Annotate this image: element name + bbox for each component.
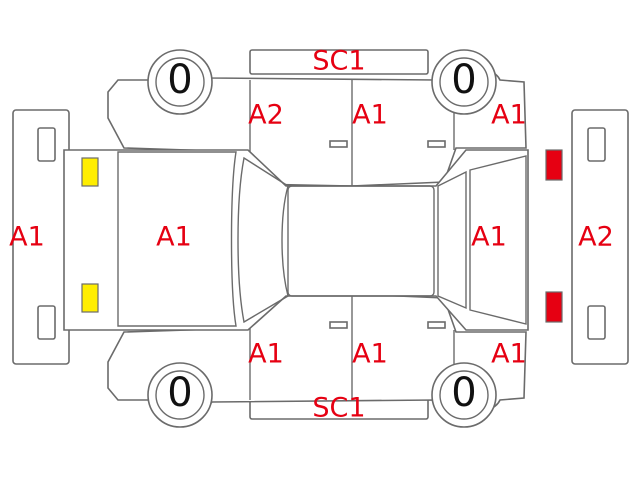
headlight-top — [81, 157, 99, 187]
rear-window — [437, 170, 467, 310]
label-front-bumper: A1 — [9, 222, 45, 253]
windshield — [237, 156, 289, 324]
label-top-front-door: A2 — [248, 100, 284, 131]
taillight-bottom — [545, 291, 563, 323]
label-hood: A1 — [156, 222, 192, 253]
roof-panel — [287, 185, 435, 297]
top-view-body — [63, 149, 529, 331]
label-bumper-top: SC1 — [312, 46, 365, 77]
tire-rear-bottom: 0 — [431, 362, 497, 428]
label-bottom-rear-door: A1 — [352, 339, 388, 370]
label-bottom-front-door: A1 — [248, 339, 284, 370]
bottom-front-door-handle — [329, 321, 348, 329]
trunk-panel — [469, 155, 527, 325]
hood-panel — [117, 151, 237, 327]
label-top-rear-door: A1 — [352, 100, 388, 131]
headlight-bottom — [81, 283, 99, 313]
label-top-rear-fender: A1 — [491, 100, 527, 131]
tire-front-bottom-value: 0 — [167, 370, 192, 416]
top-side-strip — [249, 49, 429, 75]
top-rear-door-handle — [427, 140, 446, 148]
tire-rear-top-value: 0 — [451, 57, 476, 103]
label-bottom-rear-fender: A1 — [491, 339, 527, 370]
tire-rear-top: 0 — [431, 49, 497, 115]
label-bumper-bottom: SC1 — [312, 393, 365, 424]
top-front-door-handle — [329, 140, 348, 148]
label-trunk: A1 — [471, 222, 507, 253]
bottom-rear-door-handle — [427, 321, 446, 329]
tire-front-top-value: 0 — [167, 57, 192, 103]
taillight-top — [545, 149, 563, 181]
rear-bumper-part — [571, 109, 629, 365]
tire-front-top: 0 — [147, 49, 213, 115]
tire-front-bottom: 0 — [147, 362, 213, 428]
label-rear-bumper: A2 — [578, 222, 614, 253]
tire-rear-bottom-value: 0 — [451, 370, 476, 416]
